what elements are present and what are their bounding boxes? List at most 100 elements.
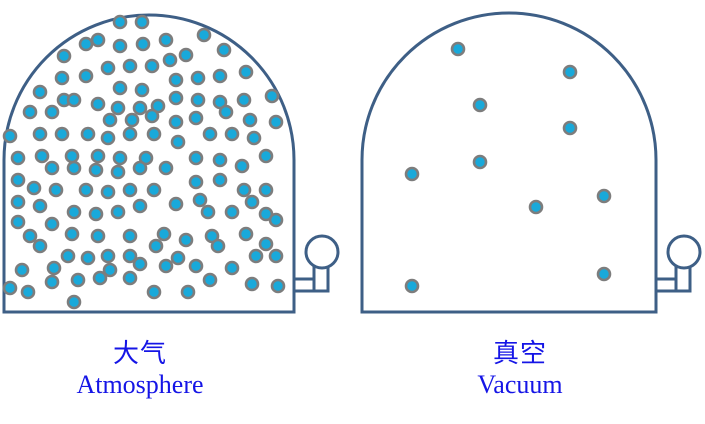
atmosphere-particle	[188, 150, 204, 166]
vacuum-particle	[596, 266, 612, 282]
atmosphere-particle	[112, 14, 128, 30]
atmosphere-particle	[80, 250, 96, 266]
atmosphere-particle	[236, 182, 252, 198]
atmosphere-label-zh: 大气	[112, 339, 167, 368]
atmosphere-particle	[134, 14, 150, 30]
atmosphere-particle	[238, 226, 254, 242]
atmosphere-particle	[168, 114, 184, 130]
atmosphere-particle	[236, 92, 252, 108]
pressure-gauge	[292, 234, 340, 293]
atmosphere-particle	[110, 204, 126, 220]
atmosphere-particle	[32, 126, 48, 142]
atmosphere-particle	[122, 270, 138, 286]
atmosphere-particle	[78, 36, 94, 52]
vacuum-caption: 真空 Vacuum	[400, 338, 640, 400]
atmosphere-particle	[122, 58, 138, 74]
atmosphere-particle	[80, 126, 96, 142]
atmosphere-particle	[212, 68, 228, 84]
atmosphere-particle	[168, 90, 184, 106]
atmosphere-particle	[90, 228, 106, 244]
atmosphere-particle	[192, 192, 208, 208]
atmosphere-particles	[2, 14, 286, 310]
atmosphere-particle	[44, 216, 60, 232]
atmosphere-particle	[258, 182, 274, 198]
atmosphere-particle	[54, 126, 70, 142]
vacuum-particle	[528, 199, 544, 215]
atmosphere-particle	[270, 278, 286, 294]
atmosphere-particle	[132, 100, 148, 116]
atmosphere-particle	[158, 32, 174, 48]
atmosphere-particle	[10, 172, 26, 188]
atmosphere-particle	[132, 256, 148, 272]
atmosphere-particle	[268, 248, 284, 264]
vacuum-particles	[404, 41, 612, 294]
atmosphere-particle	[110, 164, 126, 180]
atmosphere-particle	[264, 88, 280, 104]
atmosphere-particle	[158, 258, 174, 274]
atmosphere-particle	[92, 270, 108, 286]
atmosphere-particle	[146, 182, 162, 198]
atmosphere-particle	[248, 248, 264, 264]
atmosphere-particle	[132, 198, 148, 214]
atmosphere-particle	[124, 112, 140, 128]
atmosphere-particle	[190, 70, 206, 86]
atmosphere-particle	[10, 194, 26, 210]
atmosphere-particle	[170, 250, 186, 266]
atmosphere-particle	[144, 58, 160, 74]
atmosphere-particle	[102, 112, 118, 128]
atmosphere-particle	[258, 148, 274, 164]
atmosphere-particle	[66, 92, 82, 108]
atmosphere-particle	[146, 126, 162, 142]
atmosphere-particle	[132, 160, 148, 176]
atmosphere-particle	[110, 100, 126, 116]
atmosphere-particle	[44, 274, 60, 290]
atmosphere-particle	[170, 134, 186, 150]
atmosphere-particle	[196, 27, 212, 43]
gauge-dial-icon	[304, 234, 340, 270]
vacuum-chamber	[360, 11, 702, 314]
atmosphere-particle	[212, 152, 228, 168]
pressure-gauge	[654, 234, 702, 293]
atmosphere-particle	[100, 60, 116, 76]
atmosphere-particle	[188, 110, 204, 126]
atmosphere-particle	[90, 96, 106, 112]
atmosphere-particle	[148, 238, 164, 254]
atmosphere-particle	[216, 42, 232, 58]
vacuum-particle	[404, 166, 420, 182]
atmosphere-particle	[218, 104, 234, 120]
atmosphere-particle	[70, 272, 86, 288]
atmosphere-particle	[244, 276, 260, 292]
atmosphere-particle	[146, 284, 162, 300]
atmosphere-particle	[168, 196, 184, 212]
vacuum-particle	[404, 278, 420, 294]
atmosphere-particle	[122, 182, 138, 198]
atmosphere-particle	[60, 248, 76, 264]
atmosphere-particle	[112, 150, 128, 166]
atmosphere-particle	[66, 160, 82, 176]
atmosphere-particle	[210, 238, 226, 254]
atmosphere-particle	[122, 126, 138, 142]
vacuum-particle	[596, 188, 612, 204]
atmosphere-particle	[242, 112, 258, 128]
atmosphere-particle	[244, 194, 260, 210]
atmosphere-particle	[144, 108, 160, 124]
atmosphere-particle	[202, 272, 218, 288]
atmosphere-particle	[100, 184, 116, 200]
atmosphere-particle	[64, 226, 80, 242]
atmosphere-particle	[64, 148, 80, 164]
vacuum-particle	[450, 41, 466, 57]
atmosphere-particle	[135, 36, 151, 52]
vacuum-label-zh: 真空	[492, 339, 547, 368]
atmosphere-particle	[188, 258, 204, 274]
atmosphere-particle	[156, 226, 172, 242]
atmosphere-caption: 大气 Atmosphere	[20, 338, 260, 400]
atmosphere-particle	[180, 284, 196, 300]
atmosphere-particle	[202, 126, 218, 142]
atmosphere-particle	[258, 236, 274, 252]
atmosphere-particle	[122, 248, 138, 264]
vacuum-particle	[472, 154, 488, 170]
atmosphere-particle	[14, 262, 30, 278]
atmosphere-particle	[224, 126, 240, 142]
atmosphere-particle	[2, 128, 18, 144]
gauge-dial-icon	[666, 234, 702, 270]
